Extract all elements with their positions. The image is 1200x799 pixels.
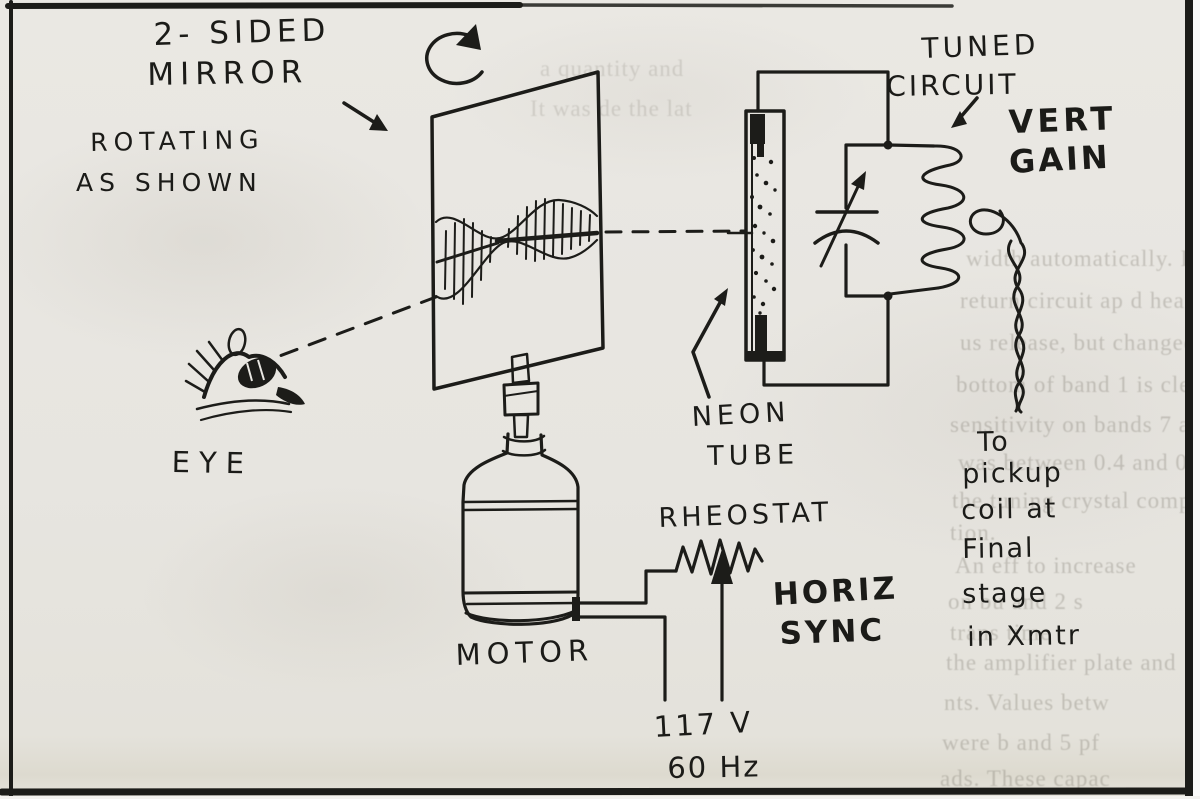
label-vert: VERT [1008,99,1117,141]
bleed-text: return circuit ap d heart of [960,288,1200,313]
bleed-text: a quantity and [540,56,685,81]
label-rotating: ROTATING [90,124,265,157]
wiper-arrow-icon [711,549,733,584]
label-tuned: TUNED [921,27,1040,65]
label-pickup-line: Final [962,532,1035,565]
rheostat-symbol [674,538,764,584]
bleed-text: us release, but changed t B [960,330,1200,355]
label-60hz: 60 Hz [667,749,761,785]
bleed-text: trans time [950,620,1052,645]
bleed-text: It was de the lat [530,96,693,121]
bleed-text: the tuning crystal completion [952,488,1200,513]
tuned-circuit-wiring [756,70,893,387]
waveform-sketch [434,198,600,305]
rotation-arrow-icon [425,24,484,86]
label-pickup-line: coil at [961,493,1058,526]
bleed-text: nts. Values betw [944,690,1110,715]
variable-capacitor-symbol [813,143,890,298]
label-neon: NEON [691,396,792,433]
label-motor: MOTOR [455,633,595,672]
label-horiz: HORIZ [772,570,899,613]
label-circuit: CIRCUIT [886,67,1019,103]
gas-speckles [750,150,777,315]
label-rheostat: RHEOSTAT [658,496,833,534]
bleed-text: bottom of band 1 is clearly audibl [956,372,1200,397]
neon-label-arrow-icon [691,288,728,399]
label-eye: EYE [171,445,254,481]
bleed-text: tion. [950,520,997,545]
light-ray-dashed-lines [251,229,754,368]
mains-wires [575,569,724,702]
label-mirror: MIRROR [147,54,309,93]
bleed-text: ads. These capac [940,766,1111,791]
bleed-text: were b and 5 pf [942,730,1101,755]
bleed-text: An eff to increase [955,553,1137,578]
motor-sketch [461,432,580,626]
mirror-label-arrow-icon [342,101,388,131]
tuned-label-arrow-icon [951,96,979,128]
label-two-sided: 2- SIDED [153,12,331,53]
label-pickup-line: stage [962,577,1048,610]
scan-margin-right [1193,0,1200,799]
label-as-shown: AS SHOWN [76,168,263,197]
label-pickup-line: To [977,426,1010,458]
label-117v: 117 V [653,704,755,744]
bleed-text: width automatically. It turn to th [966,246,1200,271]
bleed-text: the amplifier plate and [946,650,1177,675]
motor-shaft-sketch [502,352,540,439]
inductor-coil-symbol [886,143,966,296]
bleed-text: was between 0.4 and 0.7 [958,450,1200,475]
neon-tube-sketch [744,109,786,362]
label-gain: GAIN [1008,137,1112,181]
label-tube: TUBE [707,439,800,472]
eye-sketch [184,327,305,422]
label-sync: SYNC [779,612,886,652]
bleed-text: sensitivity on bands 7 and 8 MHz [950,412,1200,437]
scan-margin-bottom [0,796,1200,799]
bleed-text: on bu and 2 s [948,589,1084,614]
twisted-pair-wire [1013,242,1026,414]
label-pickup-line: in Xmtr [967,620,1082,653]
pickup-coil-sketch [968,208,1026,414]
label-pickup-line: pickup [962,457,1064,490]
